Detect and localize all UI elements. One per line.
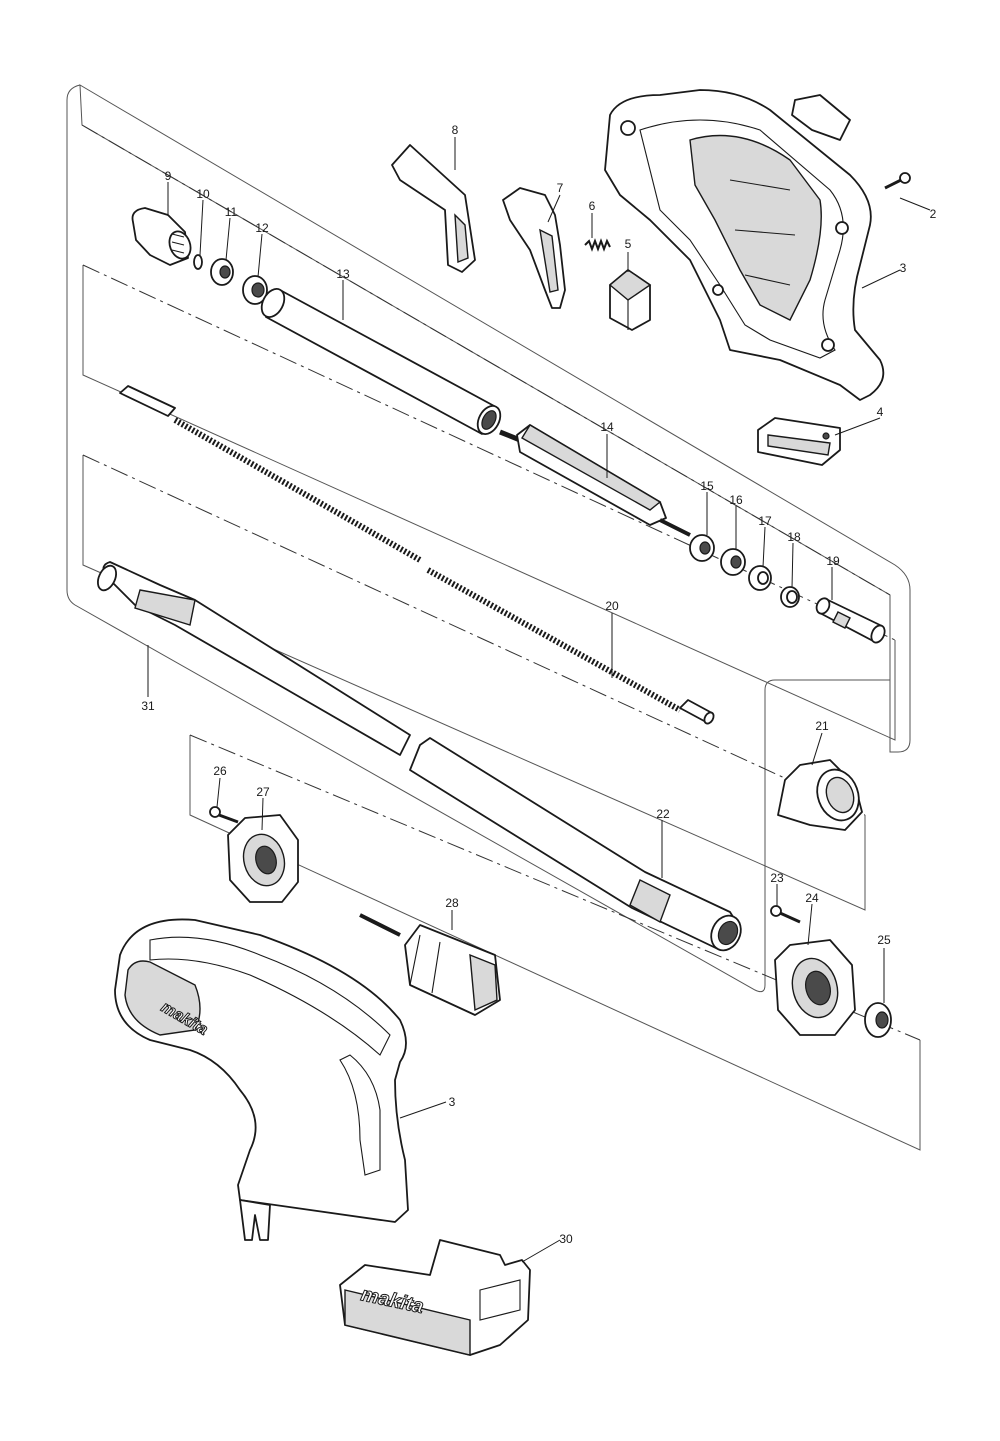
battery-cover-30: makita [339, 1239, 531, 1356]
callout-8: 8 [452, 123, 459, 137]
callout-18: 18 [787, 530, 801, 544]
callout-19: 19 [826, 554, 840, 568]
callout-15: 15 [700, 479, 714, 493]
callout-25: 25 [877, 933, 891, 947]
shaft-coil-b [426, 567, 682, 713]
housing-half-lower: makita [114, 918, 409, 1241]
shaft-coil-a [173, 417, 422, 563]
bit-holder-19 [815, 597, 886, 644]
leader-lines [147, 137, 931, 1263]
callout-24: 24 [805, 891, 819, 905]
callout-3-upper: 3 [900, 261, 907, 275]
screw-26 [209, 806, 239, 824]
callout-7: 7 [557, 181, 564, 195]
upper-assembly-frame [79, 84, 911, 753]
callout-30: 30 [559, 1232, 573, 1246]
callout-5: 5 [625, 237, 632, 251]
outer-frame [66, 84, 890, 993]
bearing-15 [689, 534, 715, 562]
callout-6: 6 [589, 199, 596, 213]
callout-labels: 2 3 4 5 6 7 8 9 10 11 12 13 14 15 16 17 … [141, 123, 936, 1246]
nose-9 [131, 207, 192, 266]
switch-5 [608, 269, 652, 331]
bearing-25 [864, 1002, 892, 1038]
callout-13: 13 [336, 267, 350, 281]
centerline-upper [81, 124, 891, 596]
callout-23: 23 [770, 871, 784, 885]
flange-24 [774, 939, 856, 1036]
callout-16: 16 [729, 493, 743, 507]
washer-17 [748, 565, 772, 591]
callout-31: 31 [141, 699, 155, 713]
callout-11: 11 [225, 205, 238, 219]
callout-14: 14 [600, 420, 614, 434]
callout-4: 4 [877, 405, 884, 419]
callout-17: 17 [758, 514, 772, 528]
switch-plate-4 [757, 417, 841, 466]
callout-9: 9 [165, 169, 172, 183]
bearing-16 [720, 548, 746, 576]
callout-3-lower: 3 [449, 1095, 456, 1109]
callout-2: 2 [930, 207, 937, 221]
screw-2 [884, 172, 911, 190]
callout-21: 21 [815, 719, 829, 733]
sleeve-13 [260, 288, 502, 435]
callout-26: 26 [213, 764, 227, 778]
bearing-12 [242, 275, 268, 305]
tube-frame [82, 455, 866, 911]
callout-12: 12 [255, 221, 269, 235]
tube-31-22 [97, 561, 742, 952]
callout-28: 28 [445, 896, 459, 910]
motor-frame [189, 735, 921, 1151]
flange-27 [227, 814, 299, 903]
callout-10: 10 [196, 187, 210, 201]
flexible-shaft-20 [119, 385, 715, 725]
housing-half-upper [604, 89, 885, 401]
lock-nut-21 [777, 759, 863, 831]
callout-20: 20 [605, 599, 619, 613]
spindle-14 [499, 424, 691, 537]
trigger-7 [502, 187, 566, 309]
centerline-tube [82, 454, 866, 816]
callout-22: 22 [656, 807, 670, 821]
motor-28 [359, 913, 501, 1016]
ring-10 [193, 254, 203, 270]
callout-27: 27 [256, 785, 270, 799]
retaining-ring-18 [780, 586, 800, 608]
screw-23 [770, 905, 801, 924]
shaft-frame [82, 265, 896, 741]
bearing-11 [210, 258, 234, 286]
label-plate [791, 94, 851, 141]
spring-6 [584, 238, 611, 252]
lever-8 [391, 144, 476, 273]
